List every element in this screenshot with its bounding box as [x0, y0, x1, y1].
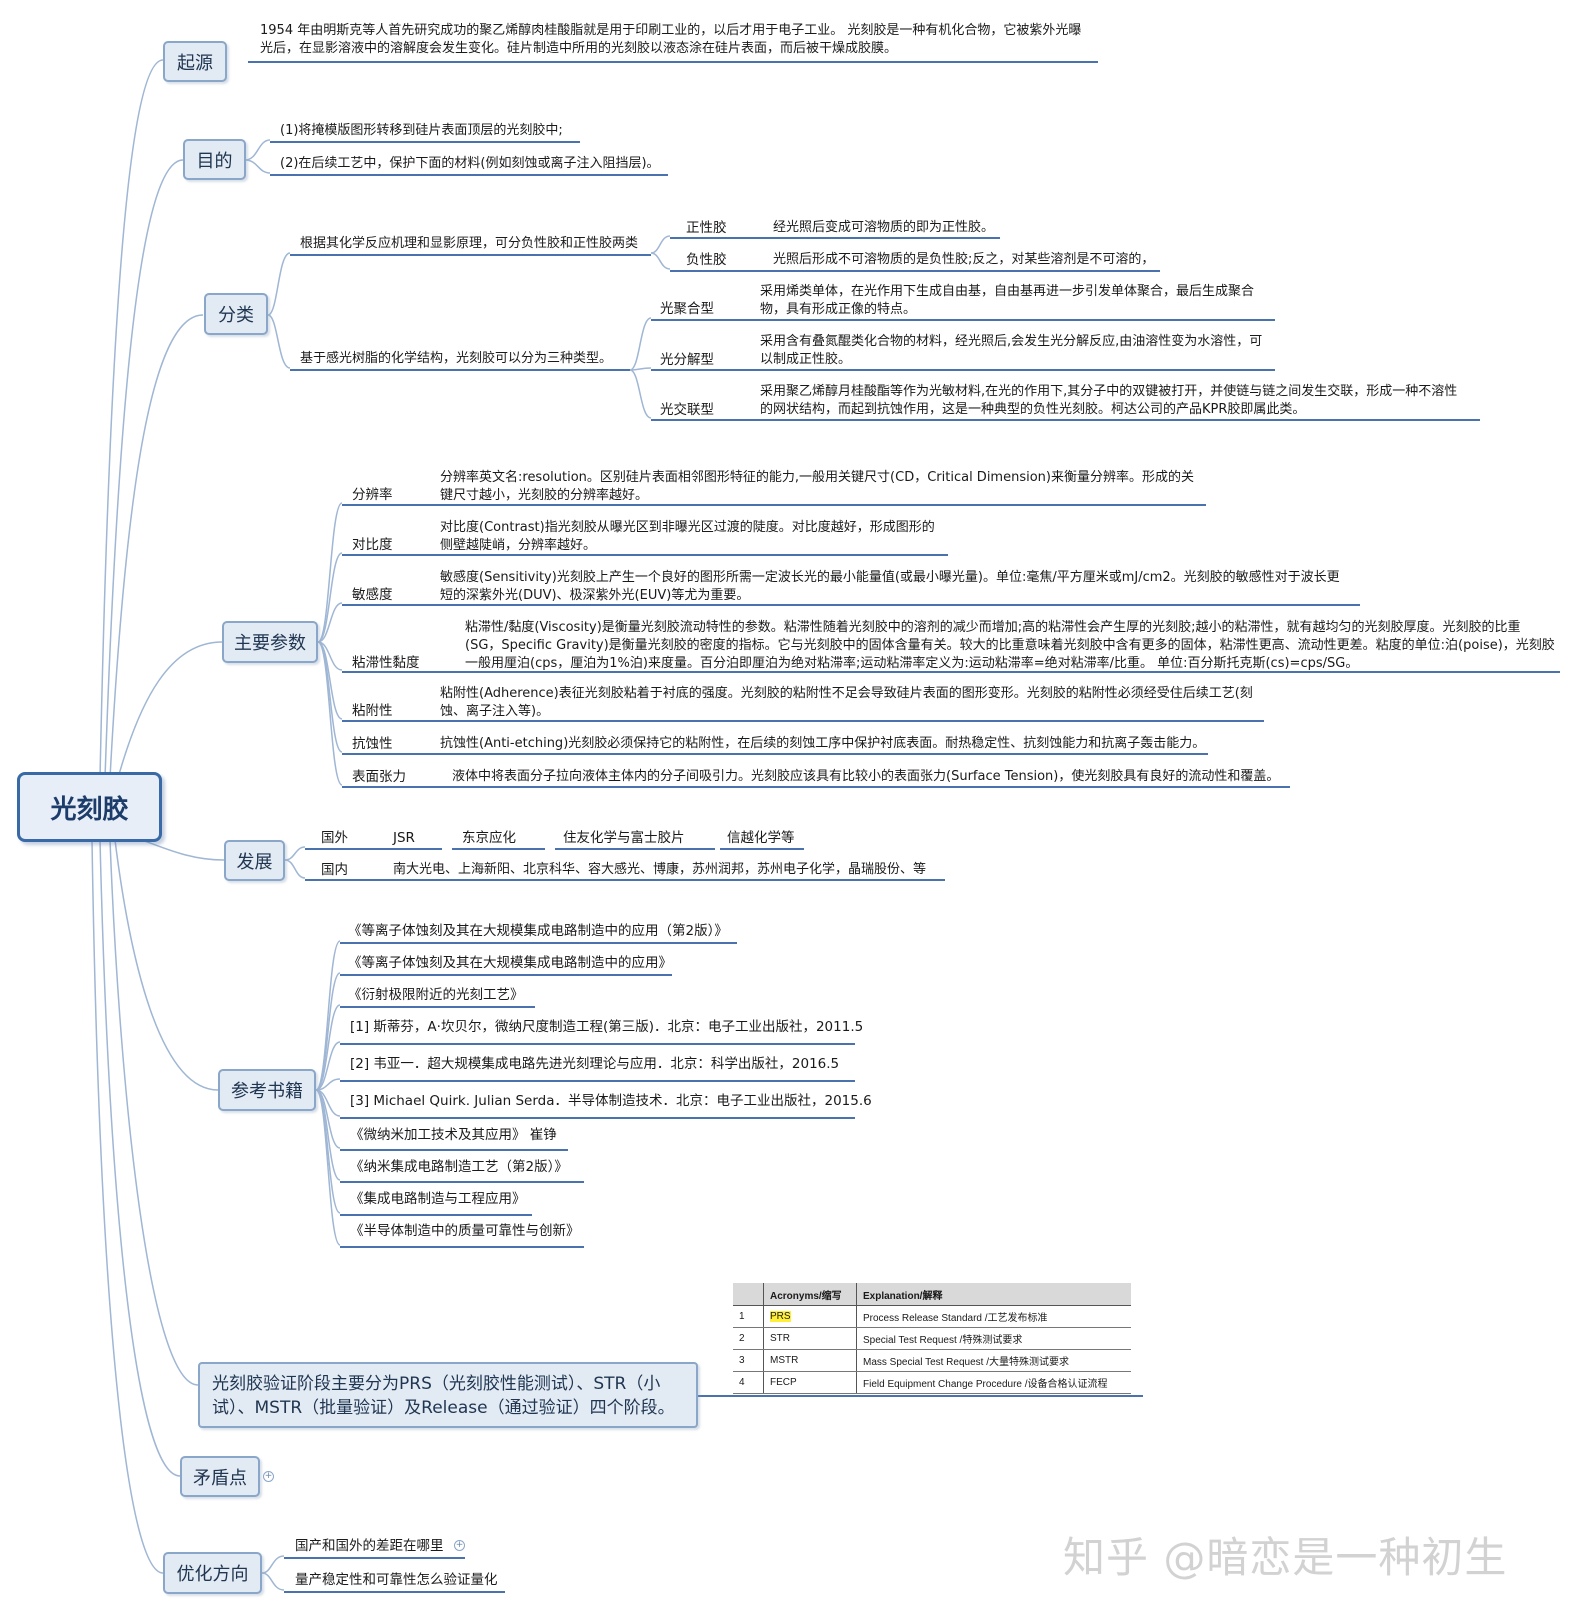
classification-group2-label: 基于感光树脂的化学结构，光刻胶可以分为三种类型。: [300, 351, 613, 366]
branch-references-label: 参考书籍: [231, 1081, 303, 1102]
classification-photocrosslink-desc: 采用聚乙烯醇月桂酸酯等作为光敏材料,在光的作用下,其分子中的双键被打开，并使链与…: [760, 384, 1458, 417]
param-name: 分辨率: [352, 487, 393, 503]
branch-development-label: 发展: [236, 851, 273, 873]
table-cell: Process Release Standard /工艺发布标准: [856, 1305, 1131, 1328]
table-cell: PRS: [763, 1305, 857, 1328]
classification-photopolymer-desc: 采用烯类单体，在光作用下生成自由基，自由基再进一步引发单体聚合，最后生成聚合物，…: [760, 284, 1255, 317]
classification-negative-desc: 光照后形成不可溶物质的是负性胶;反之，对某些溶剂是不可溶的，: [773, 252, 1155, 267]
table-row: 2 STR Special Test Request /特殊测试要求: [733, 1327, 1131, 1350]
purpose-item: (1)将掩模版图形转移到硅片表面顶层的光刻胶中;: [280, 123, 563, 138]
reference-item: 《纳米集成电路制造工艺（第2版）》: [350, 1159, 568, 1175]
param-desc: 粘滞性/黏度(Viscosity)是衡量光刻胶流动特性的参数。粘滞性随着光刻胶中…: [465, 620, 1555, 671]
classification-positive-name: 正性胶: [686, 220, 727, 236]
branch-development[interactable]: 发展: [224, 840, 285, 881]
classification-positive-desc: 经光照后变成可溶物质的即为正性胶。: [773, 220, 995, 235]
acronym-table-header-cell: [733, 1283, 764, 1306]
table-cell: 2: [733, 1327, 764, 1350]
branch-classification[interactable]: 分类: [204, 293, 268, 335]
param-desc: 敏感度(Sensitivity)光刻胶上产生一个良好的图形所需一定波长光的最小能…: [440, 570, 1340, 603]
development-foreign-item: 信越化学等: [727, 830, 795, 846]
expand-optimization-icon[interactable]: +: [454, 1540, 465, 1551]
branch-origin-label: 起源: [177, 52, 213, 74]
purpose-item: (2)在后续工艺中，保护下面的材料(例如刻蚀或离子注入阻挡层)。: [280, 156, 660, 171]
branch-optimization[interactable]: 优化方向: [163, 1552, 262, 1594]
param-desc: 对比度(Contrast)指光刻胶从曝光区到非曝光区过渡的陡度。对比度越好，形成…: [440, 520, 935, 553]
table-cell: Special Test Request /特殊测试要求: [856, 1327, 1131, 1350]
table-cell: STR: [763, 1327, 857, 1350]
param-desc: 抗蚀性(Anti-etching)光刻胶必须保持它的粘附性，在后续的刻蚀工序中保…: [440, 736, 1206, 751]
table-cell: MSTR: [763, 1349, 857, 1372]
reference-item: 《微纳米加工技术及其应用》 崔铮: [350, 1127, 557, 1143]
table-cell: 3: [733, 1349, 764, 1372]
development-foreign-item: 住友化学与富士胶片: [563, 830, 685, 846]
acronym-table: Acronyms/缩写 Explanation/解释 1 PRS Process…: [733, 1283, 1131, 1394]
param-name: 粘附性: [352, 703, 393, 719]
table-cell: FECP: [763, 1371, 857, 1394]
branch-references[interactable]: 参考书籍: [218, 1069, 316, 1111]
acronym-table-header-cell: Explanation/解释: [856, 1283, 1131, 1306]
reference-item: 《半导体制造中的质量可靠性与创新》: [350, 1223, 580, 1239]
root-label: 光刻胶: [50, 794, 129, 825]
branch-parameters-label: 主要参数: [234, 633, 306, 654]
param-name: 对比度: [352, 537, 393, 553]
table-cell: Field Equipment Change Procedure /设备合格认证…: [856, 1371, 1131, 1394]
optimization-item: 量产稳定性和可靠性怎么验证量化: [295, 1572, 498, 1588]
acronym-table-header: Acronyms/缩写 Explanation/解释: [733, 1283, 1131, 1306]
reference-item: 《衍射极限附近的光刻工艺》: [348, 987, 524, 1003]
table-row: 3 MSTR Mass Special Test Request /大量特殊测试…: [733, 1349, 1131, 1372]
reference-item: 《集成电路制造与工程应用》: [350, 1191, 526, 1207]
development-foreign-label: 国外: [321, 830, 348, 846]
classification-photodecompose-name: 光分解型: [660, 352, 714, 368]
branch-optimization-label: 优化方向: [176, 1564, 249, 1585]
acronym-table-header-cell: Acronyms/缩写: [763, 1283, 857, 1306]
expand-contradiction-icon[interactable]: +: [263, 1471, 274, 1482]
classification-photopolymer-name: 光聚合型: [660, 301, 714, 317]
param-name: 抗蚀性: [352, 736, 393, 752]
reference-item: [3] Michael Quirk. Julian Serda．半导体制造技术．…: [350, 1093, 872, 1109]
branch-origin[interactable]: 起源: [163, 41, 227, 82]
development-domestic-label: 国内: [321, 862, 348, 878]
classification-photocrosslink-name: 光交联型: [660, 402, 714, 418]
classification-group1-label: 根据其化学反应机理和显影原理，可分负性胶和正性胶两类: [300, 236, 639, 251]
reference-item: 《等离子体蚀刻及其在大规模集成电路制造中的应用（第2版）》: [348, 923, 728, 939]
highlighted-acronym: PRS: [770, 1311, 791, 1322]
development-foreign-item: 东京应化: [462, 830, 516, 846]
reference-item: [2] 韦亚一．超大规模集成电路先进光刻理论与应用．北京：科学出版社，2016.…: [350, 1056, 840, 1072]
table-cell: 4: [733, 1371, 764, 1394]
param-desc: 液体中将表面分子拉向液体主体内的分子间吸引力。光刻胶应该具有比较小的表面张力(S…: [452, 769, 1280, 784]
reference-item: 《等离子体蚀刻及其在大规模集成电路制造中的应用》: [348, 955, 672, 971]
branch-purpose-label: 目的: [196, 150, 233, 172]
optimization-item: 国产和国外的差距在哪里: [295, 1538, 444, 1554]
development-foreign-item: JSR: [393, 830, 415, 846]
classification-negative-name: 负性胶: [686, 252, 727, 268]
classification-photodecompose-desc: 采用含有叠氮醌类化合物的材料，经光照后,会发生光分解反应,由油溶性变为水溶性，可…: [760, 334, 1263, 367]
table-cell: Mass Special Test Request /大量特殊测试要求: [856, 1349, 1131, 1372]
table-cell: 1: [733, 1305, 764, 1328]
param-name: 敏感度: [352, 587, 393, 603]
branch-parameters[interactable]: 主要参数: [222, 621, 318, 663]
param-desc: 分辨率英文名:resolution。区别硅片表面相邻图形特征的能力,一般用关键尺…: [440, 470, 1194, 503]
param-desc: 粘附性(Adherence)表征光刻胶粘着于衬底的强度。光刻胶的粘附性不足会导致…: [440, 686, 1253, 719]
param-name: 粘滞性黏度: [352, 655, 420, 671]
root-node[interactable]: 光刻胶: [17, 772, 162, 842]
table-row: 4 FECP Field Equipment Change Procedure …: [733, 1371, 1131, 1394]
param-name: 表面张力: [352, 769, 406, 785]
branch-classification-label: 分类: [218, 305, 254, 326]
watermark: 知乎 @暗恋是一种初生: [1063, 1533, 1508, 1582]
branch-purpose[interactable]: 目的: [183, 139, 246, 180]
validation-text: 光刻胶验证阶段主要分为PRS（光刻胶性能测试）、STR（小试）、MSTR（批量验…: [212, 1374, 675, 1418]
development-domestic-text: 南大光电、上海新阳、北京科华、容大感光、博康，苏州润邦，苏州电子化学，晶瑞股份、…: [393, 862, 927, 877]
validation-statement[interactable]: 光刻胶验证阶段主要分为PRS（光刻胶性能测试）、STR（小试）、MSTR（批量验…: [198, 1362, 698, 1428]
table-row: 1 PRS Process Release Standard /工艺发布标准: [733, 1305, 1131, 1328]
branch-contradiction[interactable]: 矛盾点: [180, 1456, 260, 1497]
branch-contradiction-label: 矛盾点: [193, 1467, 247, 1489]
reference-item: [1] 斯蒂芬，A·坎贝尔，微纳尺度制造工程(第三版)．北京：电子工业出版社，2…: [350, 1019, 864, 1035]
origin-text: 1954 年由明斯克等人首先研究成功的聚乙烯醇肉桂酸脂就是用于印刷工业的，以后才…: [260, 23, 1082, 56]
